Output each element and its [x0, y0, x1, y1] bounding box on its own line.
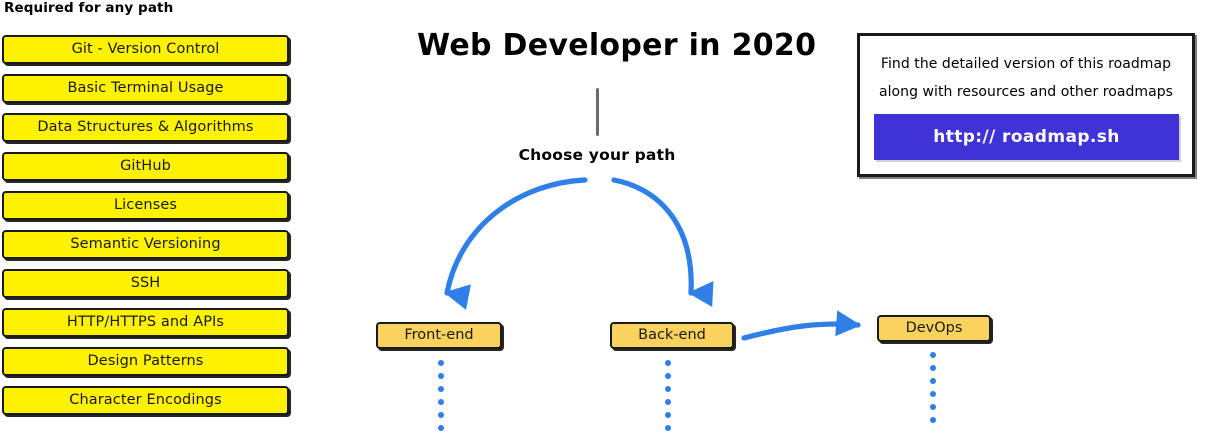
- required-for-any-path-section: Required for any path Git - Version Cont…: [0, 0, 300, 436]
- trail-dot: [930, 365, 936, 371]
- trail-dot: [930, 404, 936, 410]
- arrow-to-backend: [611, 177, 714, 308]
- required-topic-label: Git - Version Control: [71, 41, 220, 58]
- trail-dot: [665, 360, 671, 366]
- required-topic-label: HTTP/HTTPS and APIs: [66, 314, 225, 331]
- info-card-line-1: Find the detailed version of this roadma…: [880, 56, 1172, 72]
- path-box-label: Back-end: [638, 327, 706, 344]
- path-box-devops[interactable]: DevOps: [877, 315, 991, 342]
- trail-dot: [930, 378, 936, 384]
- dotted-trail-back-end: [665, 360, 672, 438]
- trail-dot: [930, 417, 936, 423]
- required-topic-item[interactable]: GitHub: [2, 152, 289, 181]
- required-topic-label: Semantic Versioning: [70, 236, 221, 253]
- required-topic-label: Character Encodings: [69, 392, 222, 409]
- trail-dot: [665, 386, 671, 392]
- page-title: Web Developer in 2020: [417, 28, 817, 63]
- title-stem-connector: [596, 88, 599, 136]
- required-topic-item[interactable]: Character Encodings: [2, 386, 289, 415]
- trail-dot: [438, 399, 444, 405]
- trail-dot: [438, 412, 444, 418]
- trail-dot: [438, 386, 444, 392]
- dotted-trail-front-end: [438, 360, 445, 438]
- trail-dot: [438, 373, 444, 379]
- path-box-label: DevOps: [905, 320, 963, 337]
- arrow-to-frontend: [443, 177, 588, 310]
- required-topic-label: Design Patterns: [87, 353, 204, 370]
- required-topic-label: GitHub: [120, 158, 171, 175]
- required-topic-label: Data Structures & Algorithms: [37, 119, 254, 136]
- trail-dot: [665, 399, 671, 405]
- required-topic-item[interactable]: HTTP/HTTPS and APIs: [2, 308, 289, 337]
- roadmap-sh-link-button[interactable]: http:// roadmap.sh: [874, 114, 1179, 160]
- choose-your-path-label: Choose your path: [518, 146, 676, 164]
- required-topic-item[interactable]: Basic Terminal Usage: [2, 74, 289, 103]
- required-topic-item[interactable]: Licenses: [2, 191, 289, 220]
- path-box-front-end[interactable]: Front-end: [376, 322, 502, 349]
- trail-dot: [930, 391, 936, 397]
- trail-dot: [930, 352, 936, 358]
- required-topic-item[interactable]: Data Structures & Algorithms: [2, 113, 289, 142]
- required-topic-label: Licenses: [113, 197, 178, 214]
- trail-dot: [665, 412, 671, 418]
- info-card-line-2: along with resources and other roadmaps: [878, 84, 1174, 100]
- required-topic-label: SSH: [130, 275, 161, 292]
- trail-dot: [438, 425, 444, 431]
- required-topic-item[interactable]: Semantic Versioning: [2, 230, 289, 259]
- detailed-version-info-card: Find the detailed version of this roadma…: [857, 33, 1195, 177]
- arrow-backend-to-devops: [741, 310, 862, 341]
- required-topics-list: Git - Version Control Basic Terminal Usa…: [2, 35, 289, 425]
- path-box-label: Front-end: [404, 327, 474, 344]
- dotted-trail-devops: [930, 352, 937, 430]
- required-topic-label: Basic Terminal Usage: [67, 80, 224, 97]
- required-topic-item[interactable]: Design Patterns: [2, 347, 289, 376]
- required-topic-item[interactable]: SSH: [2, 269, 289, 298]
- roadmap-sh-link-label: http:// roadmap.sh: [933, 127, 1120, 147]
- required-section-heading: Required for any path: [4, 0, 174, 16]
- required-topic-item[interactable]: Git - Version Control: [2, 35, 289, 64]
- trail-dot: [665, 425, 671, 431]
- trail-dot: [665, 373, 671, 379]
- path-box-back-end[interactable]: Back-end: [610, 322, 734, 349]
- trail-dot: [438, 360, 444, 366]
